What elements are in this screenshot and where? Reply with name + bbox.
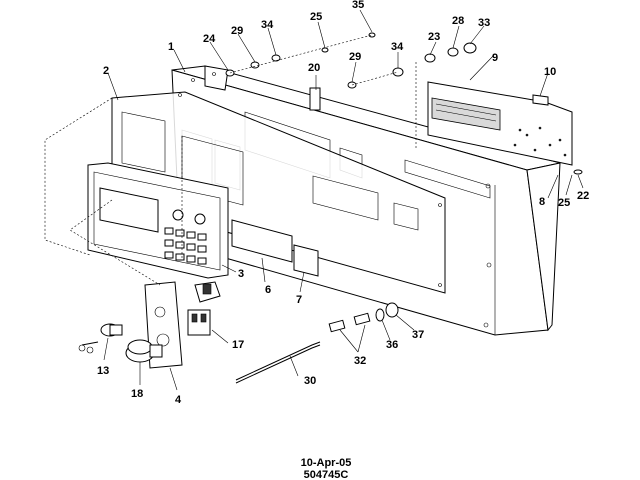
callout-34a: 34 (261, 19, 274, 31)
connector-set (328, 302, 399, 333)
callout-10: 10 (544, 66, 556, 78)
footer-drawing-number: 504745C (304, 469, 349, 480)
callout-33: 33 (478, 17, 490, 29)
emergency-stop-button (125, 339, 163, 363)
callout-13: 13 (97, 365, 109, 377)
callout-30: 30 (304, 375, 316, 387)
callout-17: 17 (232, 339, 244, 351)
callout-24: 24 (203, 33, 216, 45)
label-plate-6 (231, 219, 293, 263)
callout-35: 35 (352, 0, 364, 11)
display-circuit-board (427, 81, 573, 166)
callout-37: 37 (412, 329, 424, 341)
callout-34b: 34 (391, 41, 404, 53)
callout-25a: 25 (310, 11, 322, 23)
callout-6: 6 (265, 284, 271, 296)
callout-28: 28 (452, 15, 464, 27)
callout-7: 7 (296, 294, 302, 306)
callout-29a: 29 (231, 25, 243, 37)
callout-22: 22 (577, 190, 589, 202)
callout-25b: 25 (558, 197, 570, 209)
dashed-alignment-lines (44, 34, 417, 286)
callout-29b: 29 (349, 51, 361, 63)
keypad-overlay (87, 162, 229, 279)
key-switch (78, 323, 123, 354)
callout-1: 1 (168, 41, 174, 53)
selector-switch (194, 281, 221, 303)
callout-3: 3 (238, 268, 244, 280)
callout-32: 32 (354, 355, 366, 367)
callout-18: 18 (131, 388, 143, 400)
label-plate-7 (293, 244, 319, 277)
leader-lines (103, 9, 584, 391)
top-hardware (225, 32, 583, 175)
callout-8: 8 (539, 196, 545, 208)
callout-20: 20 (308, 62, 320, 74)
callout-2: 2 (103, 65, 109, 77)
callout-9: 9 (492, 52, 498, 64)
footer-date: 10-Apr-05 (301, 457, 352, 469)
callout-36: 36 (386, 339, 398, 351)
contact-block (187, 309, 211, 336)
cable-harness (235, 341, 321, 384)
callout-23: 23 (428, 31, 440, 43)
callout-4: 4 (175, 394, 182, 406)
